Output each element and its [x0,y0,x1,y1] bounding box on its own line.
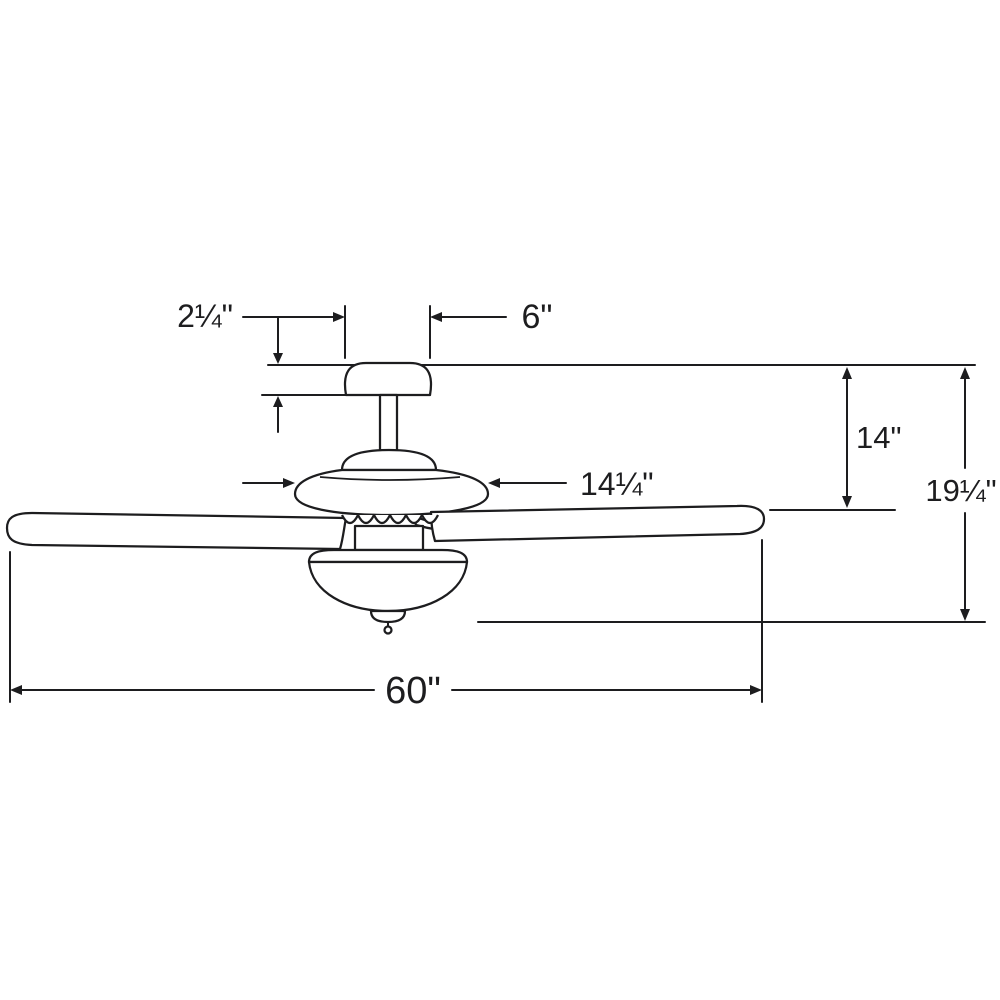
fan-switch-housing [353,524,425,552]
fan-downrod [378,393,399,455]
fan-light-fitter [307,548,469,564]
fan-blade-iron-band [340,513,440,525]
fan-blade-left [5,511,348,551]
extension-lines [9,305,986,703]
dimension-canopy-height: 2¼" [177,298,334,433]
arrow-left-icon [430,312,442,322]
dim-label-canopy-height: 2¼" [177,298,233,334]
fan-motor-top-dome [340,448,438,472]
dimension-ceiling-to-blade: 14" [842,367,902,508]
dimension-overall-height: 19¼" [925,367,997,621]
fan-motor-seam [319,476,461,481]
fan-blade-right [429,504,766,543]
arrow-down-icon [273,353,283,364]
fan-bottom-cap [369,609,407,624]
dimension-motor-housing-width: 14¼" [242,466,654,502]
dim-label-motor-housing-width: 14¼" [580,466,654,502]
dim-label-ceiling-to-blade: 14" [856,420,902,455]
arrow-left-icon [488,478,500,488]
arrow-down-icon [842,496,852,508]
arrow-right-icon [750,685,762,695]
dim-label-canopy-width: 6" [522,298,553,336]
fan-light-bowl [307,560,469,613]
dimension-canopy-width: 6" [333,298,552,336]
arrow-up-icon [960,367,970,379]
dim-label-blade-span: 60" [385,670,441,712]
arrow-up-icon [273,396,283,407]
arrow-right-icon [283,478,295,488]
arrow-left-icon [10,685,22,695]
arrow-right-icon [333,312,345,322]
dimension-blade-span: 60" [10,670,762,712]
ceiling-fan-drawing [5,361,766,635]
arrow-down-icon [960,609,970,621]
fan-finial-knob [383,625,393,635]
fan-canopy [343,361,433,397]
arrow-up-icon [842,367,852,379]
dim-label-overall-height: 19¼" [925,473,996,508]
